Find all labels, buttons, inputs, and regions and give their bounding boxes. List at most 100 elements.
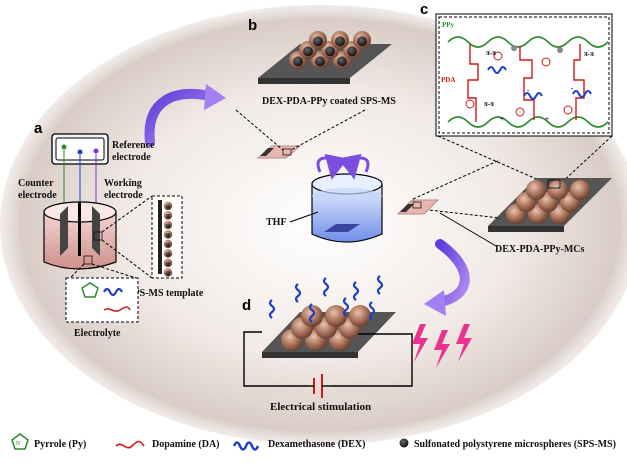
terminal-blue [77,149,83,155]
catechol-ring-2 [541,57,551,67]
coated-sphere-core [325,46,335,57]
thf-beaker [311,173,383,243]
working-label: Working [104,178,142,189]
battery-icon [308,374,332,398]
template-sphere-core [165,242,171,247]
legend-dopamine: Dopamine (DA) [152,439,220,450]
working-electrode [92,206,100,256]
arrow-a-to-b [144,89,215,147]
pyrrole-icon [81,282,99,298]
terminal-green [61,144,67,150]
microcapsule [548,180,568,200]
template-spheres [163,201,173,277]
legend-pyrrole-icon [11,433,29,450]
zoom-box-electrolyte [83,255,93,265]
pda-strand-2 [519,46,535,120]
catechol-ring-4 [515,107,525,117]
microcapsule-d [349,305,371,327]
ppy-label: PPy [442,21,455,29]
coated-sphere-core [335,36,345,47]
template-sphere-core [165,270,171,276]
counter-label-2: electrode [18,190,57,201]
zoom-line-electrolyte-right [91,263,137,279]
template-sphere-core [165,251,171,257]
arrow-a-to-b-head [204,84,226,110]
pda-label: PDA [441,76,455,84]
dex-helix [322,277,330,297]
coated-sphere-core [347,46,357,57]
template-sphere-core [165,213,171,219]
coated-sphere-core [315,56,325,67]
plus-sign-1: + [500,115,504,123]
dex-helix [368,301,376,321]
catechol-ring-1 [493,51,503,61]
stimulation-label: Electrical stimulation [270,401,371,413]
dex-helix [268,299,276,319]
terminal-purple [93,148,99,154]
slide-mcs [396,199,440,215]
legend: N Pyrrole (Py) Dopamine (DA) Dexamethaso… [11,433,616,451]
arrow-mcs-to-d-head [424,290,446,316]
template-sphere-core [165,223,171,228]
mcs-pointer [439,212,497,247]
coated-sphere-core [337,56,347,67]
panel-label-b: b [248,17,257,34]
zoom-line-mcs-bottom [419,208,501,219]
reference-label: Reference [112,140,155,151]
zoom-line-b-right [290,109,366,151]
dex-helix [294,283,302,303]
stim-circuit [243,331,413,387]
zoom-line-mcs-top [412,159,501,200]
legend-dex: Dexamethasone (DEX) [268,439,366,450]
panel-label-d: d [242,297,251,314]
zoom-line-b-left [235,109,284,151]
plus-sign-2: + [545,115,549,123]
legend-pyrrole: Pyrrole (Py) [34,439,86,450]
pipi-label-1: π-π [486,49,496,57]
zoom-box-mcs [547,179,561,189]
legend-sps: Sulfonated polystyrene microspheres (SPS… [414,439,616,450]
zoom-line-template-bottom [101,239,153,279]
coated-spheres-b [289,31,371,69]
dopamine-icon [103,306,131,312]
microcapsule [526,180,546,200]
zoom-box-slide-mcs [412,201,422,209]
legend-dopamine-icon [115,440,145,449]
zoom-box-working [93,231,103,241]
dex-helix-c1 [487,66,507,74]
coated-sphere-core [303,46,313,57]
working-label-2: electrode [104,190,143,201]
template-label: SPS-MS template [128,288,204,299]
coated-sps-label: DEX-PDA-PPy coated SPS-MS [262,96,396,107]
template-sphere-core [165,232,171,238]
catechol-ring-3 [465,99,475,109]
dex-helix [352,281,360,301]
dex-helix-c3 [572,90,592,98]
pda-strand-1 [467,44,479,122]
electrolyte-label: Electrolyte [74,328,121,339]
reference-electrode [78,202,81,256]
dissolve-arrow-right [337,153,370,180]
coated-sphere-core [313,36,323,47]
dex-helix [342,297,350,317]
svg-text:N: N [16,441,21,447]
released-dex [268,275,384,323]
electrochemical-cell [43,201,117,270]
template-sphere-core [165,204,171,209]
dex-helix [376,275,384,295]
microcapsules [506,180,590,224]
legend-dex-icon [232,441,260,451]
template-sphere-core [165,261,171,266]
charge-dot-2 [557,47,563,53]
panel-label-a: a [34,120,43,137]
dissolve-arrow-left [316,153,349,180]
zoom-line-c-right [559,135,613,185]
mcs-label: DEX-PDA-PPy-MCs [495,244,585,255]
zoom-box-slide [282,148,292,156]
thf-pointer [289,211,319,223]
panel-label-c: c [420,1,428,18]
zoom-line-electrolyte-left [69,263,85,279]
arrow-mcs-to-d [435,239,470,307]
